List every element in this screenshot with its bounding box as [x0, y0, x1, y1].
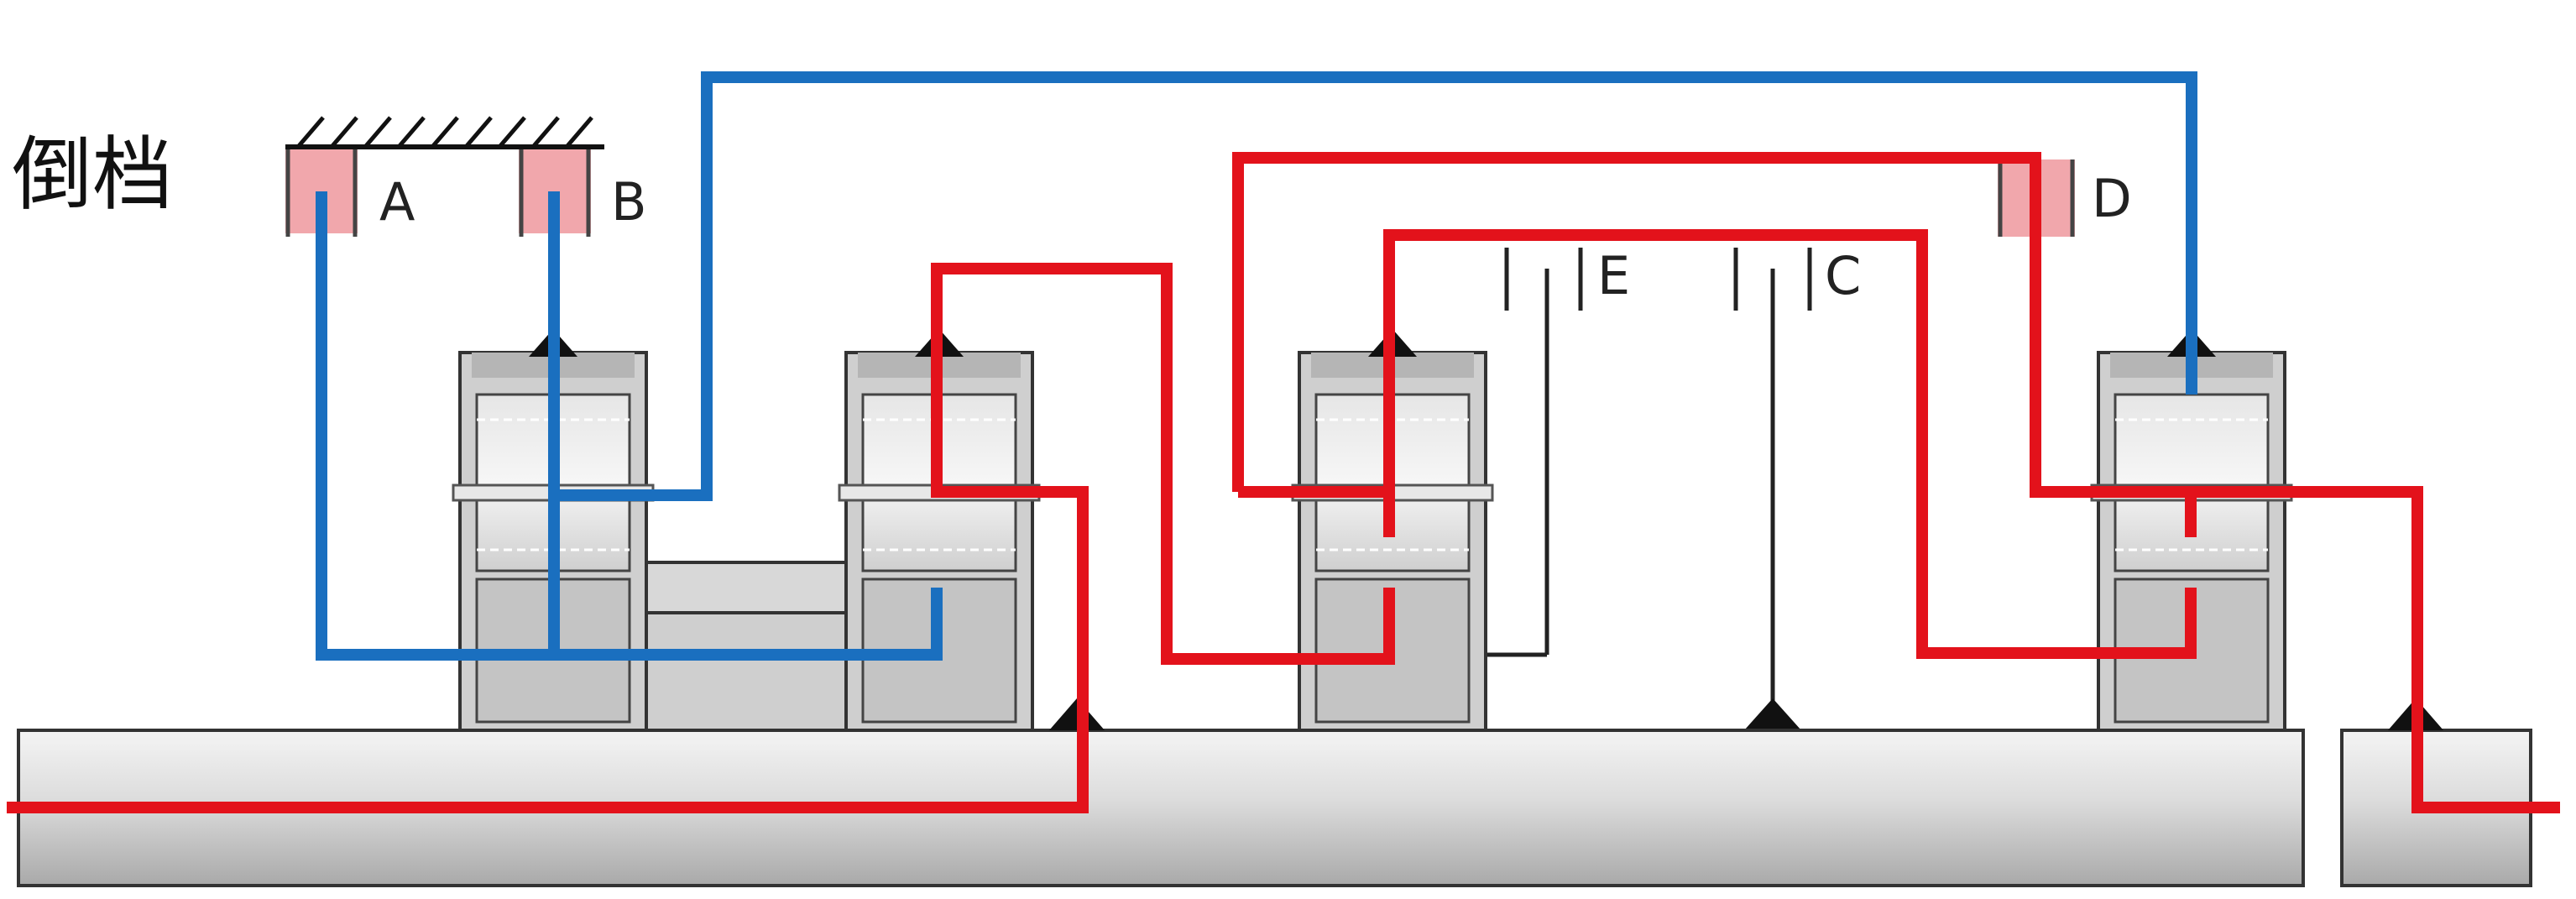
label-e: E: [1597, 245, 1630, 306]
label-b: B: [611, 171, 647, 233]
diagram-title: 倒档: [12, 128, 173, 222]
label-d: D: [2092, 168, 2132, 229]
clutch-c-anchor: [1744, 698, 1801, 730]
blue-power-path: [316, 71, 2197, 661]
label-a: A: [379, 171, 415, 233]
housing-ground: [285, 116, 604, 149]
brake-b: [519, 149, 591, 237]
red-power-path: [7, 152, 2560, 813]
label-c: C: [1825, 245, 1861, 306]
clutch-c: [1733, 248, 1812, 713]
clutch-e: [1473, 248, 1583, 657]
